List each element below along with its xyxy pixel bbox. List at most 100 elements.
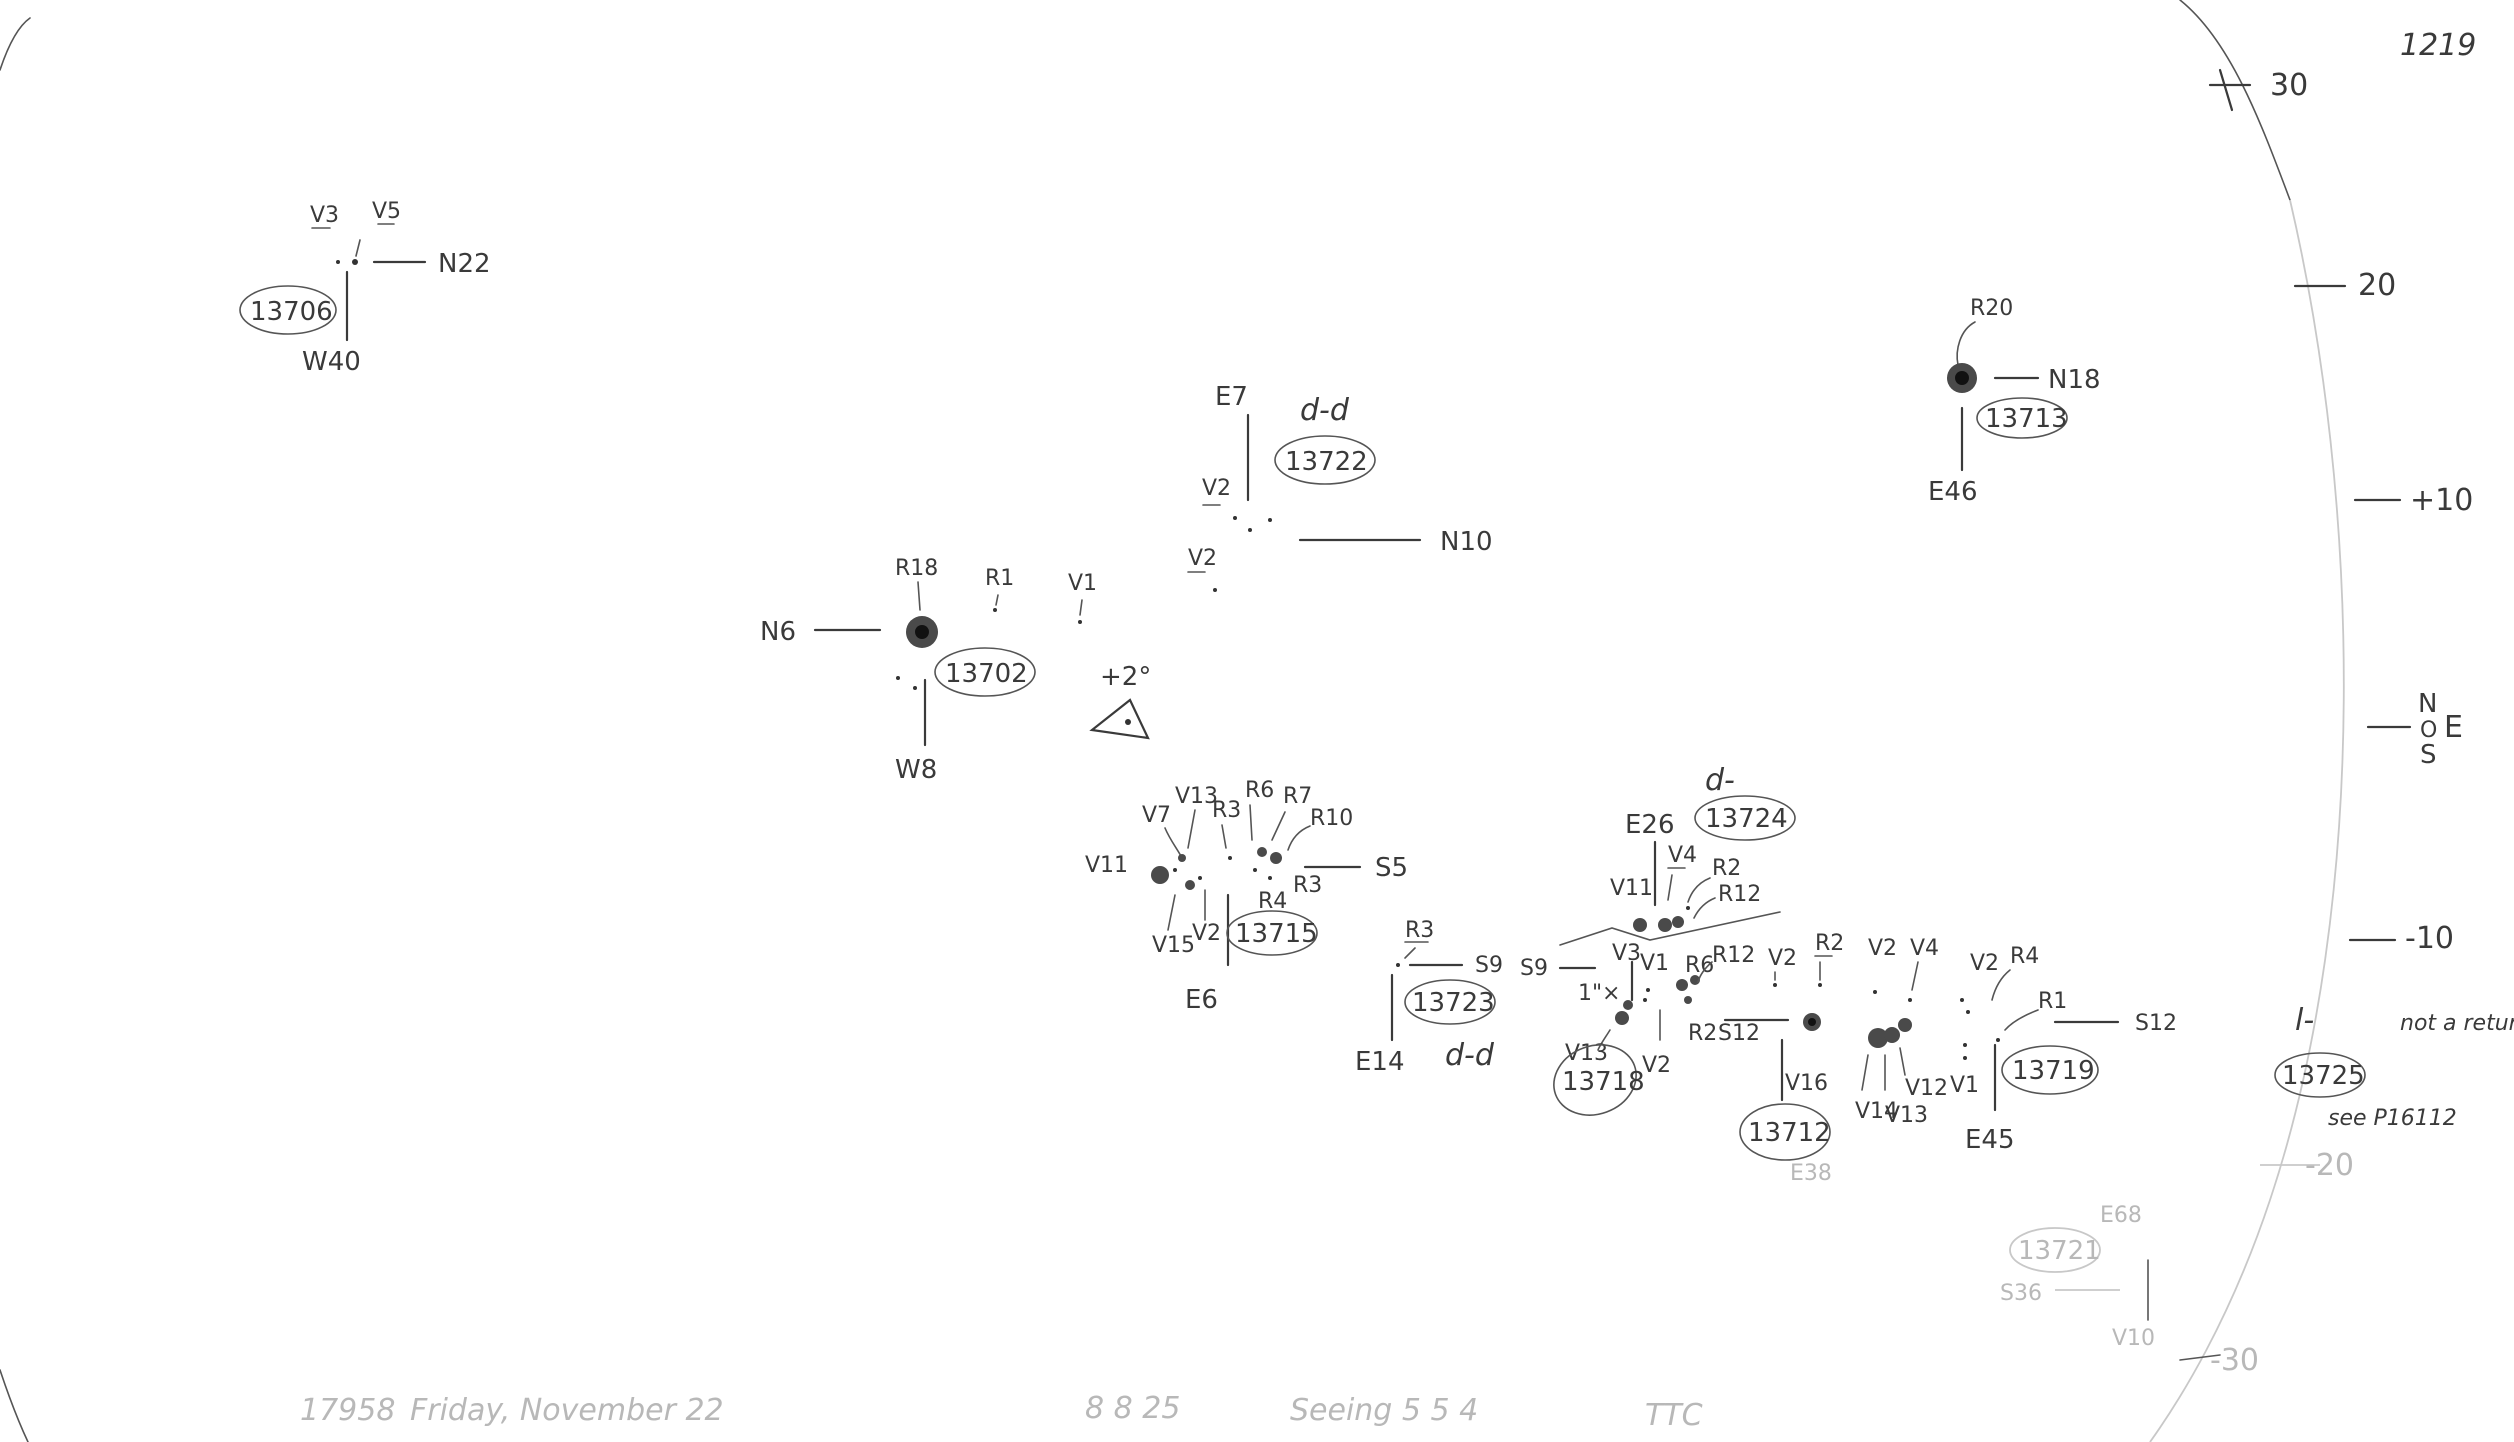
region-13723-offset-ew: E14 — [1355, 1047, 1405, 1077]
region-13713-label-r20: R20 — [1970, 296, 2013, 321]
region-13724-spot-a — [1633, 918, 1647, 932]
scale-label-plus-10: +10 — [2410, 483, 2473, 518]
solar-limb-faint-arc — [2149, 199, 2345, 1442]
region-13713-id: 13713 — [1985, 404, 2068, 434]
scale-label-e: E — [2444, 710, 2463, 745]
region-13723-offset-ns: S9 — [1475, 953, 1503, 978]
region-13715-id: 13715 — [1235, 919, 1318, 949]
footer-seeing: Seeing 5 5 4 — [1290, 1393, 1478, 1428]
footer-number: 17958 — [300, 1393, 395, 1428]
region-13702-label-r1: R1 — [985, 566, 1014, 591]
region-13706-id: 13706 — [250, 297, 333, 327]
region-13715-label-r10: R10 — [1310, 806, 1353, 831]
latitude-scale: 30 20 +10 N O E S -10 -20 -30 — [2179, 68, 2473, 1378]
region-13721-id-ellipse — [2009, 1227, 2101, 1273]
region-13722-label-v2-a: V2 — [1202, 476, 1231, 501]
region-13719-label-v4: V4 — [1910, 936, 1939, 961]
region-13702-label-v1: V1 — [1068, 571, 1097, 596]
footer-time: 8 8 25 — [1085, 1391, 1180, 1426]
region-13725-id-ellipse — [2274, 1052, 2366, 1098]
region-13719-label-r4: R4 — [2010, 944, 2039, 969]
region-13712-offset-ns: S12 — [1718, 1021, 1760, 1046]
corner-mark-top-left — [0, 17, 31, 71]
region-13718-id: 13718 — [1562, 1067, 1645, 1097]
region-13722-offset-ew: E7 — [1215, 382, 1248, 412]
region-13702-label-r18: R18 — [895, 556, 938, 581]
region-13712-id: 13712 — [1748, 1118, 1831, 1148]
region-13718: S9 1" × V3 V1 R6 R12 R2 V13 V2 13718 — [1520, 941, 1755, 1116]
region-13725-reference: see P16112 — [2328, 1106, 2457, 1131]
region-13718-label-r6: R6 — [1685, 953, 1714, 978]
region-13712-label-v2: V2 — [1768, 946, 1797, 971]
region-13713-id-ellipse — [1976, 397, 2068, 439]
region-13723-label-r3: R3 — [1405, 918, 1434, 943]
region-13702-id: 13702 — [945, 659, 1028, 689]
scale-label-20: 20 — [2358, 268, 2396, 303]
scale-label-s: S — [2420, 740, 2437, 770]
region-13722-label-v2-b: V2 — [1188, 546, 1217, 571]
region-13718-label-r2: R2 — [1688, 1021, 1717, 1046]
region-13715-label-r3-a: R3 — [1212, 798, 1241, 823]
region-13722-id: 13722 — [1285, 447, 1368, 477]
region-13715-spot-v11 — [1151, 866, 1169, 884]
footer-date: Friday, November 22 — [410, 1393, 724, 1428]
region-13718-offset-ns: S9 — [1520, 956, 1548, 981]
region-13713-offset-ns: N18 — [2048, 365, 2101, 395]
region-13719-offset-ew: E45 — [1965, 1125, 2015, 1155]
region-13712-id-ellipse — [1739, 1103, 1831, 1161]
region-13724-offset-ew: E26 — [1625, 810, 1675, 840]
region-13724: d- E26 13724 V11 V4 R2 R12 — [1559, 763, 1796, 946]
region-13718-label-v3: V3 — [1612, 941, 1641, 966]
region-13718-spot-v13 — [1615, 1011, 1629, 1025]
region-13725-id: 13725 — [2282, 1061, 2365, 1091]
region-13715-label-r3-b: R3 — [1293, 873, 1322, 898]
region-13721-id: 13721 — [2018, 1236, 2101, 1266]
region-13715-label-v13: V13 — [1175, 784, 1218, 809]
triangle-icon — [1089, 698, 1150, 740]
region-13724-id-ellipse — [1694, 795, 1796, 841]
region-13721-label-s36: S36 — [2000, 1281, 2042, 1306]
region-13721-label-e68: E68 — [2100, 1203, 2142, 1228]
region-13715-offset-ns: S5 — [1375, 853, 1408, 883]
region-13715-label-v15: V15 — [1152, 933, 1195, 958]
region-13702: R18 R1 V1 N6 13702 W8 — [760, 556, 1097, 785]
region-13724-boundary — [1559, 911, 1781, 946]
region-13719-label-v2-a: V2 — [1868, 936, 1897, 961]
scale-label-30: 30 — [2270, 68, 2308, 103]
corner-mark-bottom-left — [0, 1369, 29, 1442]
region-13715-id-ellipse — [1226, 910, 1318, 956]
region-13719-label-v1: V1 — [1950, 1073, 1979, 1098]
region-13719-label-v13: V13 — [1885, 1103, 1928, 1128]
region-13718-label-r12: R12 — [1712, 943, 1755, 968]
footer-observer: TTC — [1645, 1398, 1703, 1433]
region-13713-offset-ew: E46 — [1928, 477, 1978, 507]
region-13715-label-v11: V11 — [1085, 853, 1128, 878]
region-13719-label-v2-b: V2 — [1970, 951, 1999, 976]
position-marker: +2° — [1089, 662, 1151, 740]
region-13724-id: 13724 — [1705, 804, 1788, 834]
region-13722-note: d-d — [1300, 393, 1350, 428]
region-13718-id-ellipse — [1553, 1044, 1637, 1116]
region-13718-label-1in: 1" — [1578, 981, 1602, 1006]
region-13718-x-mark: × — [1602, 981, 1620, 1006]
region-13702-offset-ew: W8 — [895, 755, 937, 785]
region-13721: E68 13721 S36 V10 — [2000, 1203, 2155, 1351]
region-13724-label-v4: V4 — [1668, 843, 1697, 868]
region-13706: V3 V5 N22 13706 W40 — [239, 199, 491, 377]
region-13719-label-v14: V14 — [1855, 1099, 1898, 1124]
region-13719-offset-ns: S12 — [2135, 1011, 2177, 1036]
region-13706-offset-ns: N22 — [438, 249, 491, 279]
region-13719-spot-v14 — [1868, 1028, 1888, 1048]
region-13723-id: 13723 — [1412, 988, 1495, 1018]
region-13702-offset-ns: N6 — [760, 617, 796, 647]
region-13723: R3 S9 13723 E14 d-d — [1355, 918, 1503, 1077]
page-number: 1219 — [2400, 28, 2476, 63]
region-13725-remark: not a return — [2400, 1011, 2514, 1036]
region-13721-label-v10: V10 — [2112, 1326, 2155, 1351]
region-13715-label-r4: R4 — [1258, 889, 1287, 914]
region-13723-note: d-d — [1445, 1038, 1495, 1073]
scale-label-o: O — [2420, 718, 2437, 743]
position-marker-label: +2° — [1100, 662, 1151, 692]
region-13719: V2 V4 V2 R4 R1 S12 V14 V13 V12 V1 13719 … — [1855, 936, 2177, 1155]
region-13719-id: 13719 — [2012, 1056, 2095, 1086]
